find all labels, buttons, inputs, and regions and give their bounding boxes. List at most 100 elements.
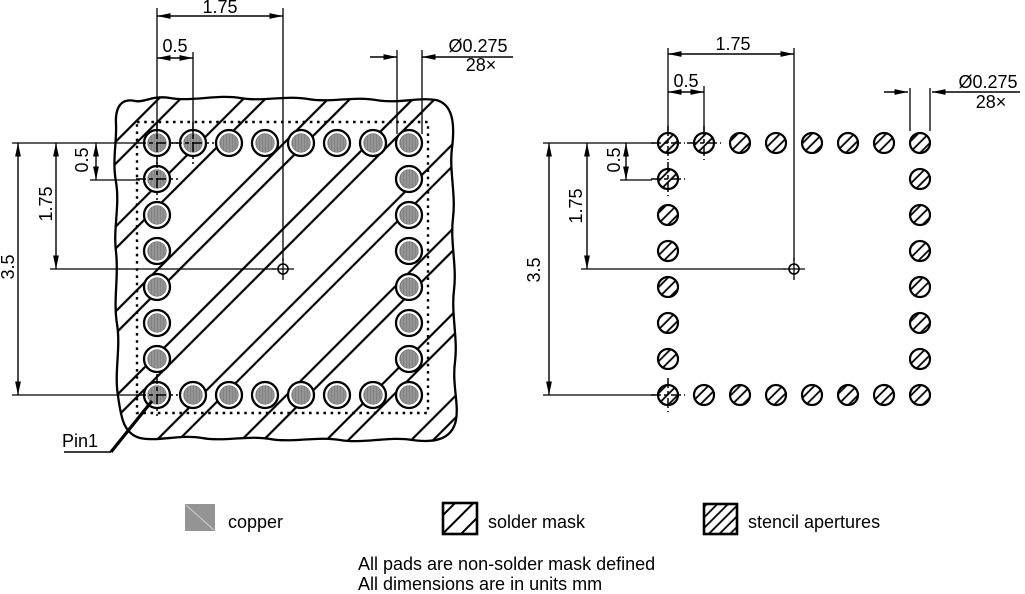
copper-pad (147, 349, 167, 369)
copper-pad (399, 205, 419, 225)
stencil-aperture (692, 383, 716, 407)
stencil-aperture (908, 311, 932, 335)
arrowhead (269, 13, 283, 19)
arrowhead (668, 51, 682, 57)
arrowhead (623, 143, 629, 157)
stencil-aperture (908, 167, 932, 191)
left-view-dimensions (12, 8, 513, 416)
copper-pad (399, 133, 419, 153)
legend-solder-mask-label: solder mask (488, 512, 586, 532)
arrowhead (584, 143, 590, 157)
arrowhead (53, 143, 59, 157)
solder-mask-swatch (441, 501, 479, 536)
stencil-aperture (908, 203, 932, 227)
arrowhead (932, 89, 946, 95)
arrowhead (668, 89, 682, 95)
stencil-aperture (836, 131, 860, 155)
arrowhead (179, 55, 193, 61)
arrowhead (157, 13, 171, 19)
copper-pad (219, 385, 239, 405)
legend-copper-label: copper (228, 512, 283, 532)
copper-pad (147, 241, 167, 261)
dim-right-pitch-h: 0.5 (673, 71, 698, 91)
note-line-1: All pads are non-solder mask defined (358, 554, 655, 574)
stencil-aperture (728, 383, 752, 407)
pin1-leader-line (109, 399, 154, 454)
arrowhead (15, 381, 21, 395)
arrowhead (93, 166, 99, 180)
dim-right-pad-count: 28× (976, 92, 1007, 112)
copper-pad (255, 133, 275, 153)
copper-pad (255, 385, 275, 405)
arrowhead (584, 255, 590, 269)
stencil-aperture (908, 239, 932, 263)
copper-pad (291, 133, 311, 153)
copper-pad (147, 277, 167, 297)
stencil-aperture (764, 131, 788, 155)
arrowhead (546, 381, 552, 395)
notes: All pads are non-solder mask defined All… (358, 554, 655, 594)
arrowhead (15, 143, 21, 157)
arrowhead (780, 51, 794, 57)
copper-pad (183, 385, 203, 405)
arrowhead (93, 143, 99, 157)
dim-right-pitch-v: 0.5 (604, 147, 624, 172)
dim-left-pad-count: 28× (466, 55, 497, 75)
stencil-aperture (728, 131, 752, 155)
copper-pad (399, 277, 419, 297)
copper-pad (327, 385, 347, 405)
dim-right-span-v: 1.75 (566, 188, 586, 223)
stencil-aperture (908, 131, 932, 155)
dim-right-span-h: 1.75 (715, 34, 750, 54)
arrowhead (157, 55, 171, 61)
stencil-view: 1.75 0.5 Ø0.275 28× 0.5 1.75 3.5 (524, 34, 1020, 412)
stencil-aperture (764, 383, 788, 407)
copper-swatch-diagonal (185, 504, 215, 531)
copper-pad (399, 241, 419, 261)
copper-pad (219, 133, 239, 153)
legend: copper solder mask stencil apertures (185, 501, 880, 536)
arrowhead (383, 54, 397, 60)
legend-item-stencil: stencil apertures (702, 502, 880, 536)
copper-pad (399, 169, 419, 189)
stencil-aperture (656, 275, 680, 299)
copper-pad (327, 133, 347, 153)
copper-pad (399, 313, 419, 333)
legend-item-solder-mask: solder mask (441, 501, 586, 536)
stencil-aperture (656, 311, 680, 335)
stencil-aperture (872, 383, 896, 407)
dim-left-span-h: 1.75 (202, 0, 237, 17)
dim-left-pitch-v: 0.5 (72, 147, 92, 172)
copper-pad (399, 349, 419, 369)
stencil-aperture (908, 347, 932, 371)
copper-pad (147, 313, 167, 333)
note-line-2: All dimensions are in units mm (358, 574, 602, 594)
legend-item-copper: copper (185, 504, 283, 532)
right-view-dimensions (543, 48, 1020, 412)
stencil-aperture (872, 131, 896, 155)
stencil-aperture (656, 347, 680, 371)
legend-stencil-label: stencil apertures (748, 512, 880, 532)
stencil-aperture (656, 203, 680, 227)
dim-right-total-v: 3.5 (524, 257, 544, 282)
stencil-aperture (908, 275, 932, 299)
copper-pad (291, 385, 311, 405)
copper-pad (363, 133, 383, 153)
dim-left-pad-diameter: Ø0.275 (448, 36, 507, 56)
stencil-aperture (800, 131, 824, 155)
arrowhead (546, 143, 552, 157)
dim-left-pitch-h: 0.5 (162, 36, 187, 56)
arrowhead (894, 89, 908, 95)
pin1-label: Pin1 (62, 431, 98, 451)
stencil-aperture (800, 383, 824, 407)
dim-right-pad-diameter: Ø0.275 (958, 72, 1017, 92)
arrowhead (53, 255, 59, 269)
stencil-aperture (656, 239, 680, 263)
copper-mask-view: 1.75 0.5 Ø0.275 28× 0.5 1.75 3.5 Pin1 (0, 0, 513, 454)
stencil-apertures (656, 131, 932, 407)
copper-pad (363, 385, 383, 405)
arrowhead (623, 166, 629, 180)
copper-pad (147, 205, 167, 225)
